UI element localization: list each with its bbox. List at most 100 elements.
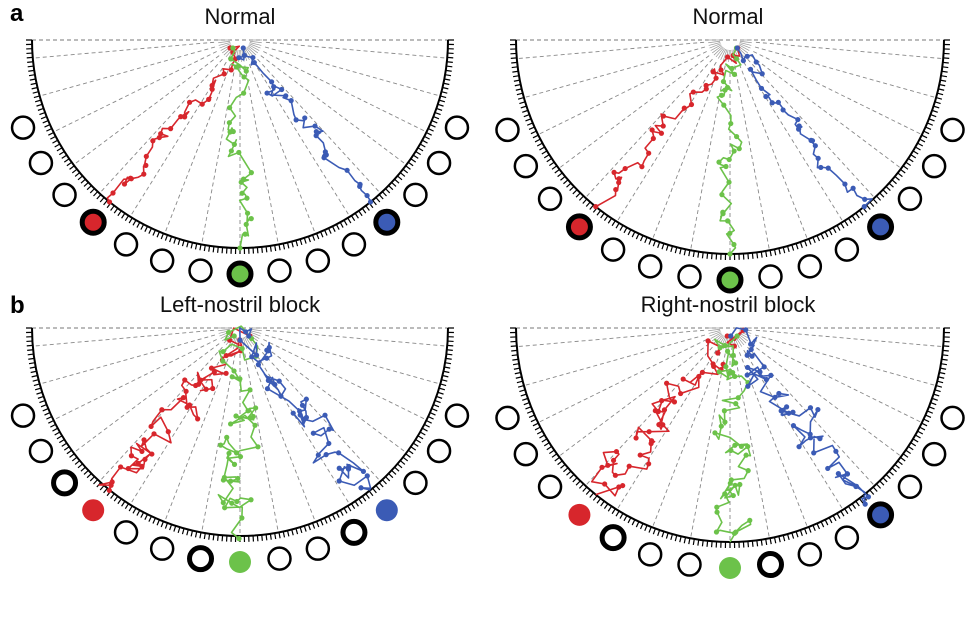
- panel-title-normal-left: Normal: [204, 4, 276, 29]
- trajectory-point-blue: [786, 410, 792, 416]
- trajectory-point-green: [239, 346, 245, 352]
- radial-line: [257, 58, 381, 194]
- trajectory-point-red: [193, 382, 199, 389]
- trajectory-point-green: [714, 509, 720, 515]
- trajectory-point-red: [688, 101, 695, 108]
- trajectory-point-blue: [835, 471, 841, 477]
- center-fan-line: [739, 43, 751, 49]
- trajectory-point-blue: [237, 337, 243, 343]
- trajectory-point-red: [715, 350, 721, 356]
- trajectory-point-red: [680, 376, 686, 382]
- port: [513, 153, 539, 179]
- trajectory-point-green: [218, 442, 224, 448]
- trajectory-point-green: [237, 454, 244, 460]
- trajectory-point-blue: [745, 383, 751, 389]
- center-fan-line: [738, 44, 750, 51]
- radial-line: [558, 343, 710, 457]
- trajectory-point-blue: [283, 93, 289, 99]
- trajectory-point-red: [211, 369, 217, 375]
- trajectory-point-blue: [345, 466, 352, 472]
- trajectory-point-blue: [844, 471, 850, 477]
- trajectory-point-red: [649, 127, 655, 133]
- trajectory-point-red: [180, 395, 187, 401]
- trajectory-point-red: [183, 388, 189, 394]
- port-blue: [867, 213, 895, 241]
- radial-line: [164, 64, 231, 235]
- center-fan-line: [710, 44, 722, 51]
- port: [426, 150, 452, 176]
- center-fan-line: [218, 42, 231, 46]
- trajectory-point-blue: [293, 117, 299, 123]
- port-green: [719, 557, 741, 579]
- trajectory-point-green: [730, 352, 736, 358]
- trajectory-point-green: [221, 474, 227, 481]
- trajectory-point-red: [141, 171, 147, 177]
- trajectory-point-green: [728, 120, 734, 127]
- trajectory-point-blue: [769, 100, 775, 106]
- trajectory-point-blue: [299, 402, 306, 408]
- trajectory-point-blue: [323, 452, 329, 458]
- trajectory-point-blue: [269, 79, 275, 85]
- trajectory-point-blue: [744, 352, 750, 358]
- port: [188, 258, 213, 283]
- trajectory-point-blue: [728, 333, 734, 339]
- radial-line: [753, 339, 923, 424]
- port-blue: [375, 499, 398, 522]
- trajectory-point-green: [727, 251, 733, 257]
- radial-line: [616, 61, 717, 222]
- trajectory-point-blue: [772, 394, 778, 401]
- port: [149, 536, 175, 561]
- trajectory-point-red: [139, 448, 145, 455]
- trajectory-point-green: [245, 408, 251, 414]
- center-fan-line: [709, 43, 721, 49]
- port-blue: [373, 208, 401, 236]
- trajectory-point-blue: [279, 86, 285, 93]
- trajectory-point-green: [227, 105, 233, 111]
- radial-line: [755, 41, 944, 60]
- port: [537, 186, 563, 212]
- port: [797, 542, 823, 567]
- radial-line: [690, 353, 726, 539]
- trajectory-point-blue: [250, 54, 256, 61]
- port: [834, 237, 860, 262]
- center-fan-line: [249, 331, 261, 337]
- panel-title-normal-right: Normal: [692, 4, 764, 29]
- trajectory-point-green: [714, 504, 720, 510]
- trajectory-point-blue: [763, 93, 769, 100]
- trajectory-point-red: [165, 429, 171, 435]
- center-fan-line: [708, 42, 721, 46]
- port: [537, 474, 563, 500]
- port-green: [226, 260, 254, 288]
- port: [149, 248, 175, 273]
- center-fan-line: [708, 40, 721, 44]
- trajectory-point-green: [727, 230, 733, 236]
- trajectory-point-red: [223, 352, 229, 359]
- port: [513, 441, 539, 467]
- center-fan-line: [739, 40, 752, 44]
- trajectory-point-blue: [748, 341, 754, 347]
- port: [921, 153, 947, 179]
- trajectory-point-blue: [264, 90, 270, 96]
- center-fan-line: [247, 45, 259, 54]
- radial-line: [201, 65, 236, 245]
- trajectory-point-blue: [313, 128, 319, 135]
- trajectory-point-green: [737, 481, 743, 488]
- port: [305, 248, 331, 273]
- trajectory-point-green: [228, 56, 234, 62]
- trajectory-point-green: [729, 65, 735, 72]
- trajectory-point-blue: [833, 448, 839, 454]
- radial-line: [73, 343, 220, 454]
- trajectory-point-red: [660, 123, 666, 129]
- trajectory-point-blue: [321, 155, 327, 161]
- trajectory-point-red: [593, 204, 599, 210]
- trajectory-point-green: [235, 475, 241, 482]
- trajectory-point-green: [227, 129, 233, 135]
- radial-line: [264, 334, 441, 385]
- trajectory-point-green: [730, 492, 736, 499]
- trajectory-point-red: [209, 86, 215, 92]
- trajectory-point-blue: [775, 99, 781, 105]
- port-green: [229, 551, 251, 573]
- port: [495, 405, 520, 431]
- trajectory-point-green: [732, 442, 738, 448]
- port: [341, 232, 367, 257]
